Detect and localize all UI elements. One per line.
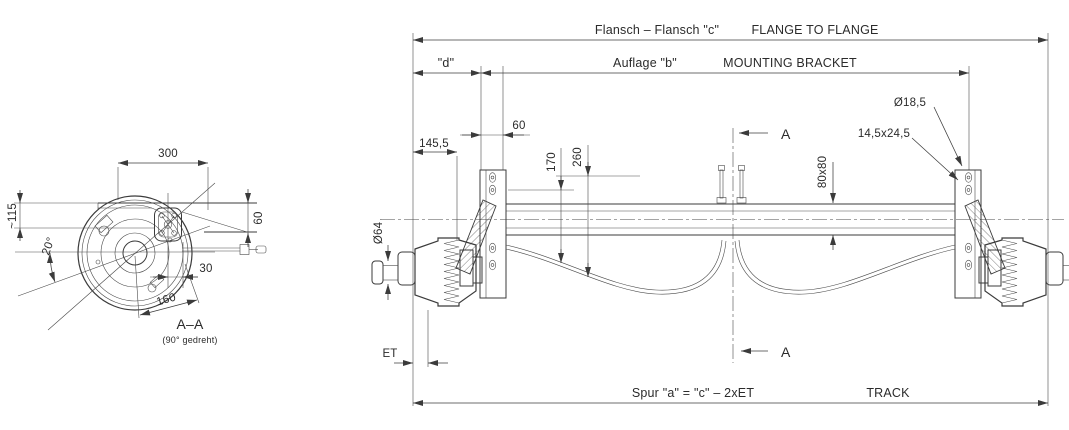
dim-label-side-115: ~115	[7, 203, 19, 229]
section-subtitle: (90° gedreht)	[162, 335, 217, 345]
main-view: Flansch – Flansch "c" FLANGE TO FLANGE "…	[371, 23, 1069, 406]
section-label-a-top: A	[781, 126, 791, 142]
axle-half-assembly-mirrored	[734, 169, 1069, 307]
center-bolts	[716, 165, 747, 204]
axle-tube	[506, 203, 955, 236]
dim-label-spur: Spur "a" = "c" – 2xET	[632, 386, 755, 400]
dim-label-track: TRACK	[866, 386, 910, 400]
dim-label-slot: 14,5x24,5	[858, 128, 910, 140]
leader-hole-dia	[933, 106, 963, 167]
dim-label-flansch-de: Flansch – Flansch "c"	[595, 23, 719, 37]
dim-label-20deg: 20°	[40, 236, 57, 257]
dim-label-phi64: Ø64	[373, 221, 385, 244]
dim-label-et: ET	[382, 348, 397, 360]
dim-side-160	[139, 299, 198, 316]
dim-label-side-30: 30	[199, 263, 212, 275]
dim-label-side-160: 160	[155, 291, 177, 308]
dim-label-hole-dia: Ø18,5	[894, 97, 926, 109]
dim-label-80x80: 80x80	[817, 156, 829, 188]
side-view-section-aa: 300 60 ~115 20° 30 160 A–A (90° gedreht)	[7, 148, 267, 345]
arm-axis-line	[47, 182, 216, 331]
dim-label-flange-en: FLANGE TO FLANGE	[751, 23, 878, 37]
dim-label-mounting-bracket-en: MOUNTING BRACKET	[723, 56, 857, 70]
angle-20-line	[17, 225, 211, 297]
dim-label-side-60: 60	[253, 211, 265, 224]
dim-label-260: 260	[572, 147, 584, 167]
section-title: A–A	[176, 316, 204, 332]
dim-label-d: "d"	[438, 56, 454, 70]
dim-angle-20	[46, 252, 56, 283]
dim-label-145-5: 145,5	[419, 138, 449, 150]
dim-label-auflage-de: Auflage "b"	[613, 56, 677, 70]
cable-end	[182, 244, 267, 255]
dim-label-170: 170	[546, 152, 558, 172]
brake-drum-section	[77, 195, 193, 311]
dim-label-bracket-60: 60	[512, 120, 525, 132]
leader-slot-dim	[911, 137, 959, 181]
section-label-a-bottom: A	[781, 344, 791, 360]
dim-label-side-300: 300	[158, 148, 178, 160]
